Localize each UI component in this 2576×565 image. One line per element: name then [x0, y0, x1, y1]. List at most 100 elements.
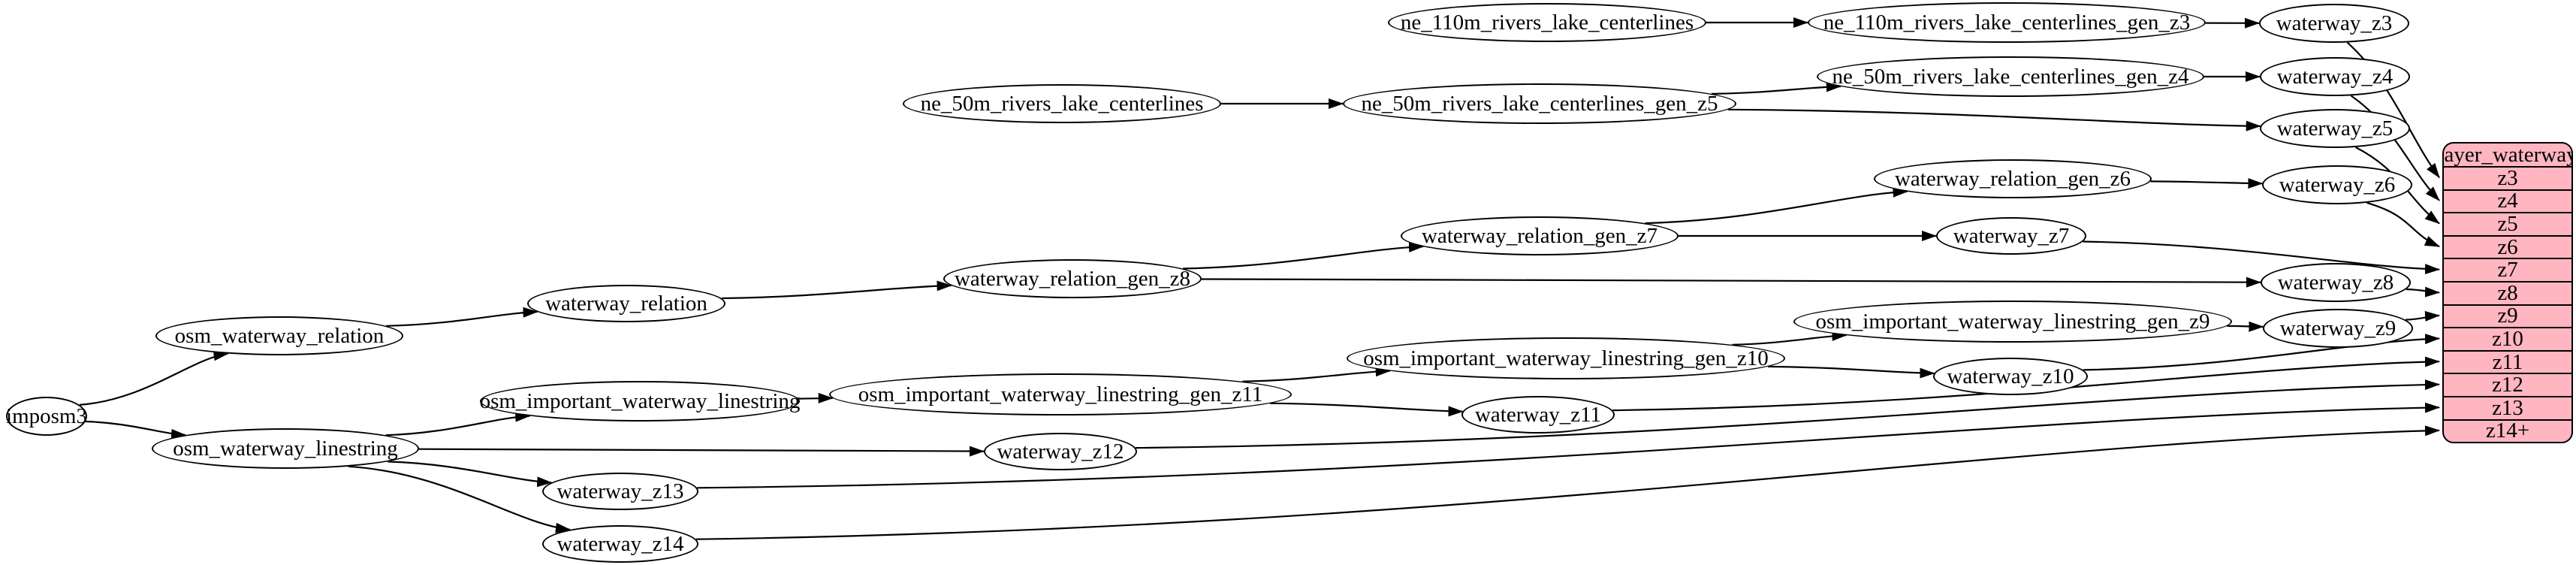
- node-waterway-z12: waterway_z12: [984, 433, 1137, 470]
- node-label: waterway_z10: [1947, 364, 2074, 388]
- node-label: waterway_relation: [545, 291, 707, 316]
- node-label: waterway_relation_gen_z7: [1421, 223, 1658, 248]
- node-label: waterway_z11: [1474, 402, 1601, 427]
- node-label: osm_waterway_relation: [174, 323, 385, 348]
- edge-osm-waterway-linestring-to-waterway-z13: [388, 461, 553, 488]
- node-label: ne_50m_rivers_lake_centerlines_gen_z5: [1361, 91, 1718, 116]
- node-waterway-z8: waterway_z8: [2261, 263, 2411, 302]
- edge-ne-50m-rivers-lake-centerlines-gen-z5-to-ne-50m-rivers-lake-centerlines-gen-z4: [1711, 81, 1842, 95]
- edge-osm-important-waterway-linestring-gen-z9-to-waterway-z9: [2227, 321, 2264, 332]
- node-label: waterway_relation_gen_z8: [954, 266, 1191, 291]
- node-label: ne_110m_rivers_lake_centerlines_gen_z3: [1823, 10, 2191, 35]
- node-waterway-relation: waterway_relation: [527, 285, 725, 322]
- edge-osm-important-waterway-linestring-gen-z10-to-waterway-z10: [1767, 365, 1935, 379]
- node-imposm3: imposm3: [6, 397, 87, 436]
- edge-osm-important-waterway-linestring-to-osm-important-waterway-linestring-gen-z11: [798, 392, 834, 403]
- node-label: ne_50m_rivers_lake_centerlines: [920, 91, 1204, 116]
- node-label: waterway_z7: [1953, 223, 2070, 248]
- edge-waterway-relation-gen-z8-to-waterway-z8: [1201, 276, 2261, 288]
- node-osm-important-waterway-linestring-gen-z11: osm_important_waterway_linestring_gen_z1…: [829, 373, 1292, 415]
- edge-waterway-relation-to-waterway-relation-gen-z8: [721, 280, 952, 300]
- node-label: waterway_z13: [557, 479, 684, 503]
- edge-ne-50m-rivers-lake-centerlines-gen-z5-to-waterway-z5: [1727, 108, 2261, 131]
- edge-osm-important-waterway-linestring-gen-z10-to-osm-important-waterway-linestring-gen-z9: [1732, 330, 1848, 346]
- node-waterway-z11: waterway_z11: [1461, 396, 1615, 434]
- node-waterway-z14: waterway_z14: [542, 525, 698, 563]
- table-row-z6: z6: [2444, 235, 2571, 259]
- node-label: osm_important_waterway_linestring_gen_z1…: [858, 382, 1263, 406]
- node-label: ne_110m_rivers_lake_centerlines: [1400, 10, 1694, 35]
- node-osm-important-waterway-linestring: osm_important_waterway_linestring: [480, 381, 800, 421]
- node-label: waterway_z14: [557, 531, 684, 556]
- table-row-z13: z13: [2444, 396, 2571, 420]
- node-label: osm_waterway_linestring: [173, 436, 398, 461]
- edge-osm-waterway-linestring-to-waterway-z12: [418, 446, 985, 457]
- node-label: osm_important_waterway_linestring_gen_z9: [1815, 309, 2210, 334]
- node-waterway-z3: waterway_z3: [2259, 4, 2409, 43]
- node-label: waterway_z3: [2276, 11, 2393, 35]
- table-row-z3: z3: [2444, 166, 2571, 190]
- table-row-z11: z11: [2444, 350, 2571, 374]
- table-row-z14plus: z14+: [2444, 418, 2571, 442]
- node-ne-110m-rivers-lake-centerlines: ne_110m_rivers_lake_centerlines: [1388, 3, 1706, 42]
- node-label: ne_50m_rivers_lake_centerlines_gen_z4: [1832, 64, 2189, 89]
- edge-waterway-z14-to-layer-waterway-z14plus: [695, 425, 2440, 540]
- node-osm-important-waterway-linestring-gen-z10: osm_important_waterway_linestring_gen_z1…: [1347, 337, 1785, 379]
- node-label: waterway_z8: [2277, 270, 2394, 295]
- edge-waterway-z7-to-layer-waterway-z7: [2083, 240, 2440, 275]
- edge-waterway-relation-gen-z6-to-waterway-z6: [2150, 178, 2264, 189]
- edge-waterway-z13-to-layer-waterway-z13: [697, 402, 2440, 489]
- node-label: waterway_z6: [2279, 172, 2396, 197]
- table-row-z7: z7: [2444, 258, 2571, 282]
- node-label: waterway_z9: [2279, 316, 2397, 340]
- node-label: waterway_z4: [2276, 64, 2394, 89]
- edge-waterway-z6-to-layer-waterway-z6: [2366, 201, 2440, 248]
- node-osm-waterway-relation: osm_waterway_relation: [155, 316, 403, 355]
- node-waterway-z9: waterway_z9: [2263, 309, 2413, 348]
- node-waterway-relation-gen-z8: waterway_relation_gen_z8: [943, 259, 1202, 298]
- table-row-z5: z5: [2444, 212, 2571, 236]
- node-ne-50m-rivers-lake-centerlines-gen-z4: ne_50m_rivers_lake_centerlines_gen_z4: [1817, 56, 2204, 97]
- edge-osm-waterway-relation-to-waterway-relation: [386, 307, 538, 327]
- edge-waterway-z8-to-layer-waterway-z8: [2406, 286, 2440, 298]
- node-waterway-z7: waterway_z7: [1936, 217, 2086, 255]
- edge-waterway-z9-to-layer-waterway-z9: [2405, 310, 2440, 322]
- node-label: osm_important_waterway_linestring_gen_z1…: [1363, 346, 1769, 370]
- node-label: waterway_z5: [2276, 116, 2394, 140]
- edge-osm-important-waterway-linestring-gen-z11-to-waterway-z11: [1270, 402, 1464, 417]
- node-osm-important-waterway-linestring-gen-z9: osm_important_waterway_linestring_gen_z9: [1793, 301, 2232, 343]
- edge-waterway-z11-to-layer-waterway-z11: [1612, 356, 2440, 412]
- table-row-z9: z9: [2444, 304, 2571, 328]
- node-label: osm_important_waterway_linestring: [479, 388, 801, 413]
- table-row-z12: z12: [2444, 373, 2571, 397]
- node-waterway-z5: waterway_z5: [2260, 109, 2410, 148]
- edge-waterway-z4-to-layer-waterway-z4: [2350, 95, 2440, 201]
- node-waterway-relation-gen-z7: waterway_relation_gen_z7: [1401, 216, 1679, 255]
- node-ne-50m-rivers-lake-centerlines: ne_50m_rivers_lake_centerlines: [903, 84, 1221, 123]
- edge-waterway-relation-gen-z7-to-waterway-relation-gen-z6: [1645, 186, 1908, 225]
- table-row-z10: z10: [2444, 327, 2571, 351]
- node-waterway-z13: waterway_z13: [542, 473, 698, 510]
- node-ne-110m-rivers-lake-centerlines-gen-z3: ne_110m_rivers_lake_centerlines_gen_z3: [1808, 2, 2206, 43]
- node-osm-waterway-linestring: osm_waterway_linestring: [152, 428, 419, 469]
- node-waterway-relation-gen-z6: waterway_relation_gen_z6: [1874, 159, 2152, 198]
- node-waterway-z6: waterway_z6: [2262, 165, 2412, 204]
- node-label: waterway_z12: [997, 439, 1124, 464]
- edge-imposm3-to-osm-waterway-relation: [79, 350, 229, 406]
- edge-waterway-z12-to-layer-waterway-z12: [1135, 379, 2440, 449]
- edge-osm-important-waterway-linestring-gen-z11-to-osm-important-waterway-linestring-gen-z10: [1242, 366, 1391, 382]
- node-ne-50m-rivers-lake-centerlines-gen-z5: ne_50m_rivers_lake_centerlines_gen_z5: [1343, 83, 1736, 124]
- edge-osm-waterway-linestring-to-osm-important-waterway-linestring: [385, 411, 531, 437]
- table-row-z8: z8: [2444, 281, 2571, 305]
- node-label: waterway_relation_gen_z6: [1894, 166, 2131, 191]
- node-label: imposm3: [6, 403, 87, 428]
- edge-waterway-relation-gen-z8-to-waterway-relation-gen-z7: [1183, 241, 1424, 270]
- table-title: layer_waterway: [2442, 142, 2573, 167]
- node-waterway-z4: waterway_z4: [2260, 57, 2410, 96]
- edge-imposm3-to-osm-waterway-linestring: [85, 420, 187, 440]
- edge-osm-waterway-linestring-to-waterway-z14: [348, 465, 571, 533]
